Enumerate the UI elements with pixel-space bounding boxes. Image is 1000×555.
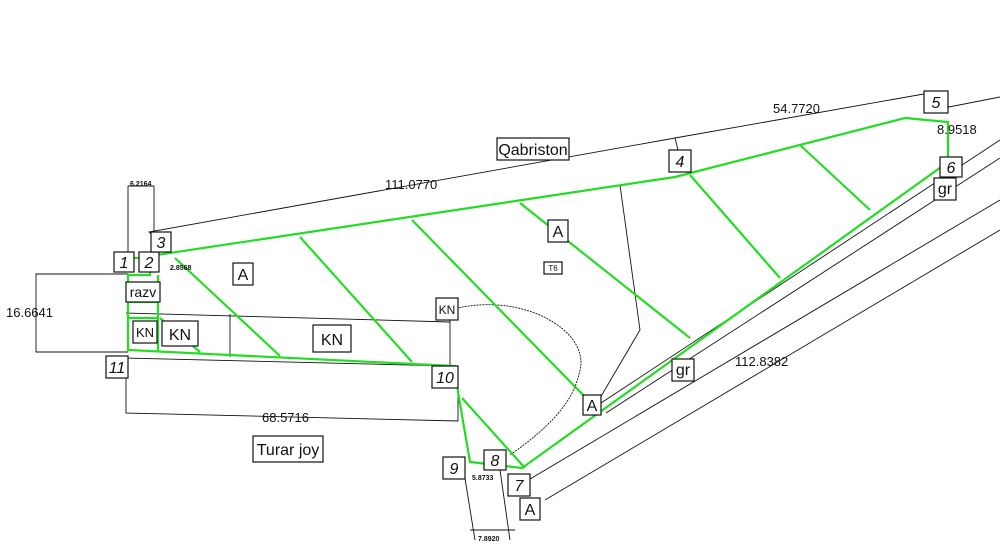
curved-path [449, 304, 582, 456]
dim-bottom-left: 68.5716 [262, 410, 309, 425]
gr-box-1 [671, 358, 695, 382]
kn-box-1 [312, 324, 352, 353]
dim-left-height: 16.6641 [6, 305, 53, 320]
point-2: 2 [144, 255, 154, 272]
road-line-4 [544, 229, 1000, 501]
top-boundary-dim-line [147, 91, 1000, 237]
hatch-3 [411, 219, 591, 403]
dimension-values: 111.0770 54.7720 8.9518 16.6641 68.5716 … [6, 101, 977, 543]
point-10: 10 [436, 370, 454, 387]
tp-box [543, 261, 563, 275]
hatch-2 [299, 236, 413, 363]
parcel-outline [126, 116, 950, 470]
a-box-3 [582, 394, 602, 416]
a-label-2: A [553, 224, 564, 241]
a-box-4 [519, 497, 541, 521]
a-label-4: A [525, 502, 536, 519]
point-8: 8 [491, 453, 500, 470]
dim-tiny-bottom-mid: 5.8733 [472, 475, 494, 482]
point-5: 5 [932, 95, 941, 112]
point-7: 7 [515, 478, 525, 495]
dim-tiny-bottom: 7.8920 [478, 536, 500, 543]
road-line-1 [597, 139, 1000, 406]
point-box-7 [507, 473, 531, 497]
point-3: 3 [157, 235, 166, 252]
hatch-6 [799, 144, 871, 211]
point-box-6 [939, 156, 963, 178]
point-1: 1 [120, 255, 129, 272]
parcel-boundary [126, 116, 950, 470]
point-box-9 [442, 456, 466, 480]
kn-box-3 [132, 320, 158, 344]
razv-box [125, 281, 161, 303]
dim-top-left: 111.0770 [385, 177, 437, 192]
gr-box-2 [933, 177, 957, 201]
qabriston-box [496, 137, 570, 161]
kn-strip-bottom [125, 357, 451, 367]
point-box-2 [138, 251, 160, 273]
gr-label-2: gr [938, 181, 953, 198]
road-line-3 [524, 199, 1000, 483]
kn-box-2 [161, 320, 199, 347]
point-4: 4 [676, 154, 685, 171]
point-box-4 [668, 149, 692, 173]
hatch-7 [461, 397, 526, 469]
point-9: 9 [450, 461, 459, 478]
hatch-1 [174, 257, 281, 357]
kn-label-3: KN [136, 325, 154, 340]
dim-tiny-left: 6.2164 [130, 181, 152, 188]
dim-right-short: 8.9518 [937, 122, 977, 137]
kn-strip-top [125, 312, 451, 323]
point-numbers: 1 2 3 4 5 6 7 8 9 10 11 [105, 90, 963, 497]
left-height-dim [35, 273, 128, 353]
area-labels: Qabriston Turar joy A A A A KN KN KN KN … [125, 137, 957, 521]
dim-tiny-corner: 2.8568 [170, 265, 192, 272]
kn-label-2: KN [169, 327, 191, 344]
point-box-1 [113, 251, 135, 273]
point-6: 6 [947, 160, 956, 177]
point-box-10 [431, 365, 459, 389]
a-box-1 [232, 262, 254, 286]
kn-label-1: KN [321, 332, 343, 349]
inner-boundary [599, 184, 641, 399]
point-box-3 [150, 231, 172, 253]
point-box-5 [923, 90, 949, 114]
kn-label-4: KN [439, 303, 456, 317]
a-label-1: A [238, 267, 249, 284]
point-11: 11 [109, 360, 126, 377]
razv-label: razv [130, 284, 156, 300]
point-box-11 [105, 355, 129, 379]
lower-line-2 [499, 469, 511, 541]
gr-label-1: gr [676, 362, 691, 379]
tp-label: T6 [548, 264, 558, 273]
qabriston-label: Qabriston [498, 142, 567, 159]
turar-joy-label: Turar joy [257, 442, 320, 459]
a-label-3: A [587, 398, 598, 415]
turar-joy-box [252, 435, 324, 463]
point-box-8 [483, 449, 507, 471]
dim-top-right: 54.7720 [773, 101, 820, 116]
a-box-2 [547, 219, 569, 243]
kn-box-4 [435, 297, 459, 321]
dim-bottom-right: 112.8382 [735, 354, 788, 369]
hatch-5 [689, 174, 781, 279]
